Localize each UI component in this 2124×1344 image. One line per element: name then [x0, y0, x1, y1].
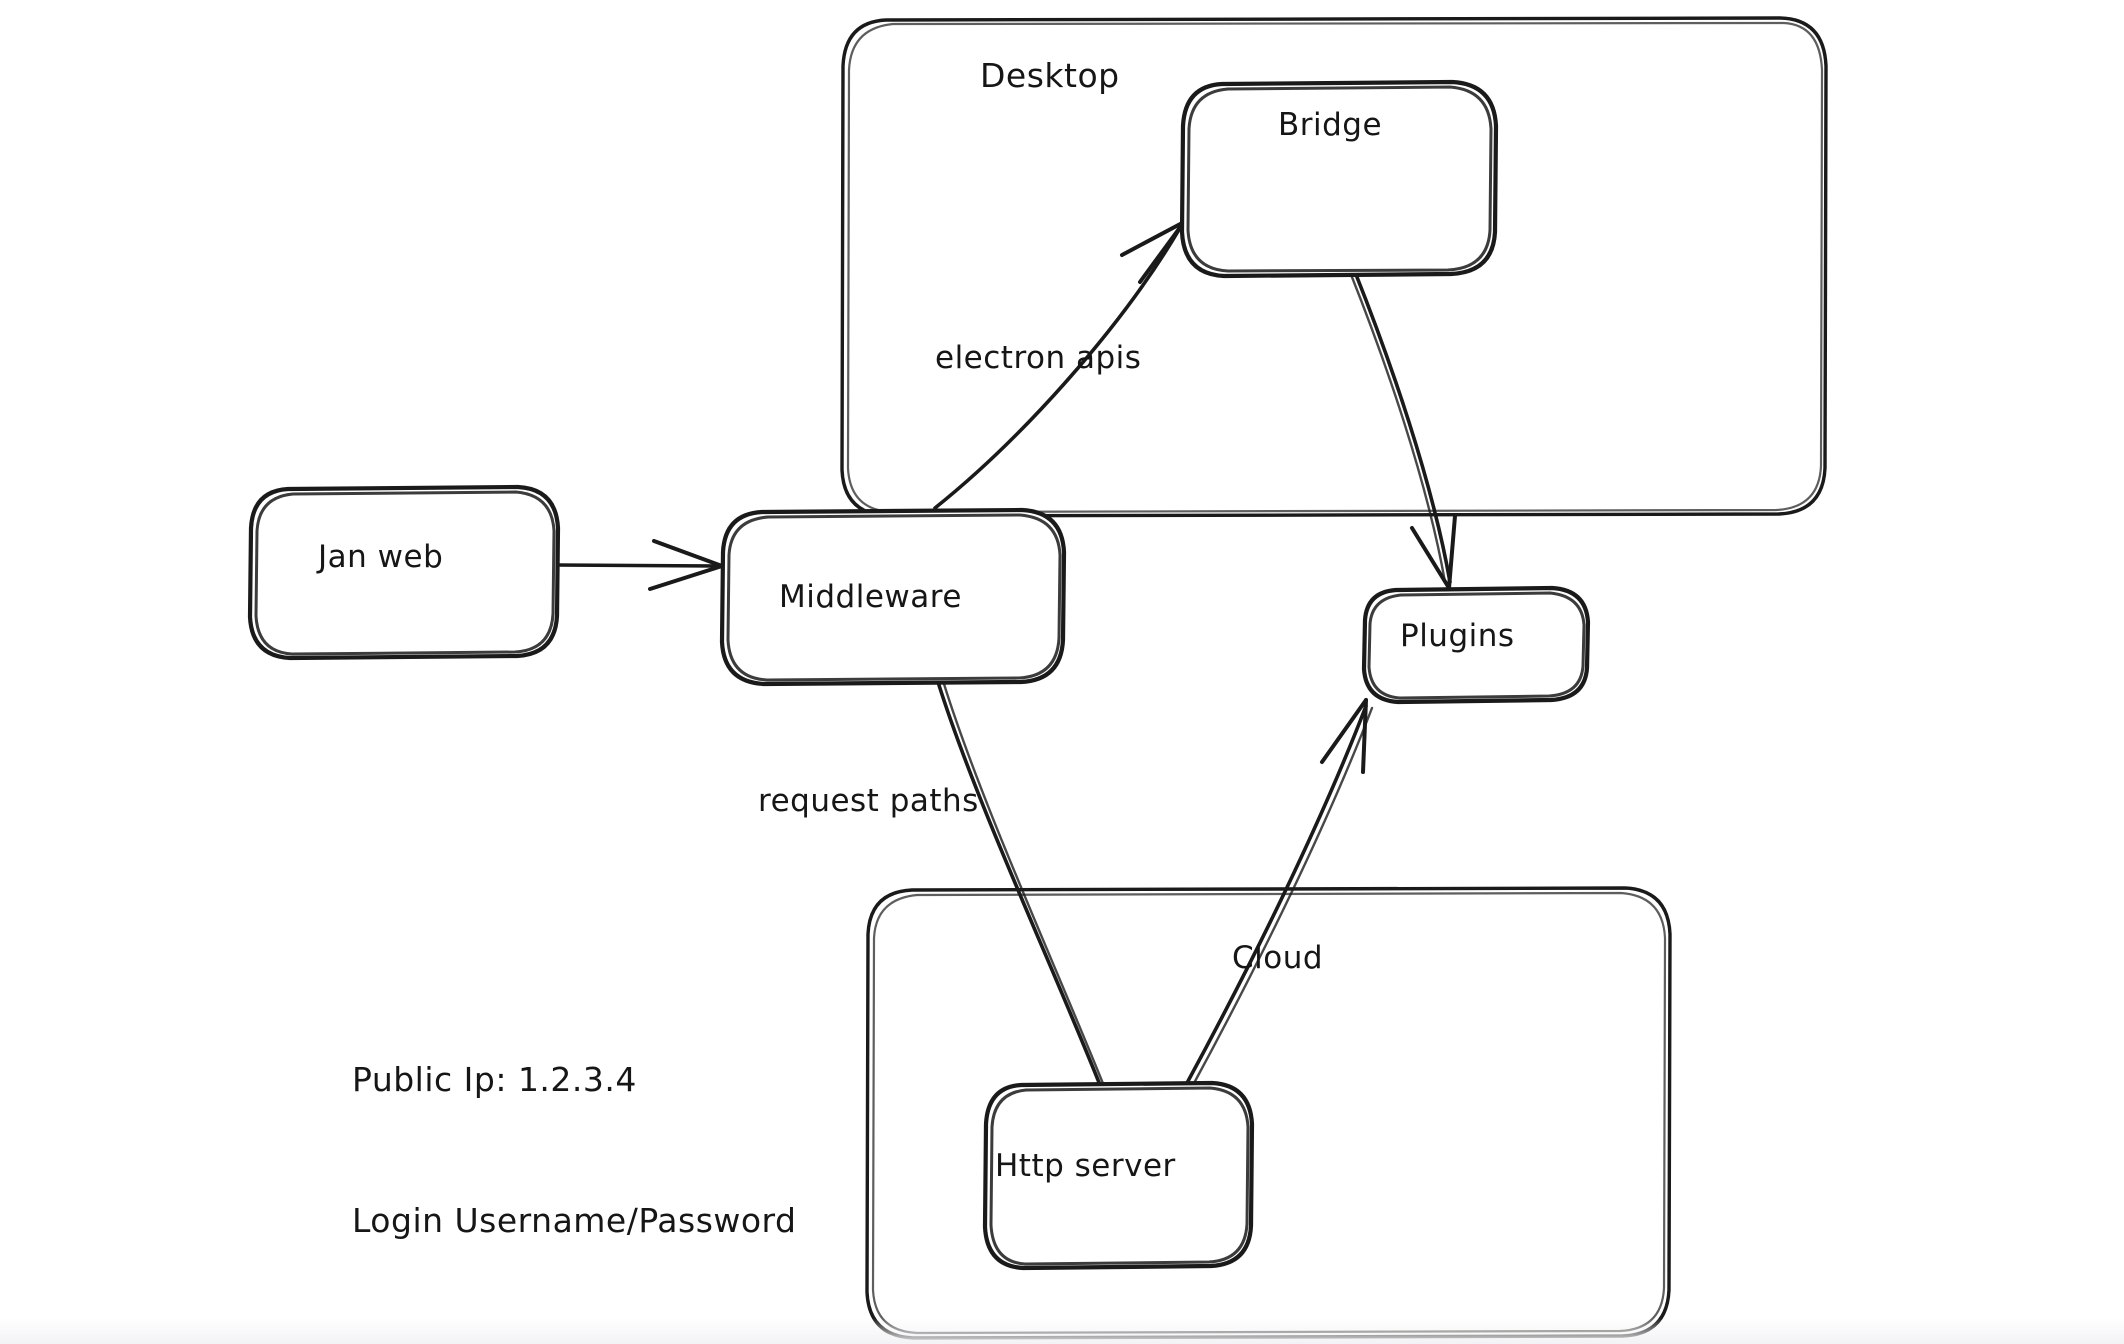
node-label-jan-web: Jan web: [318, 539, 444, 575]
note-public-ip: Public Ip: 1.2.3.4: [352, 1060, 637, 1099]
node-label-http-server: Http server: [995, 1148, 1176, 1184]
container-desktop-outline: [840, 16, 1828, 518]
container-label-desktop: Desktop: [980, 56, 1120, 95]
edge-jan-web-to-middleware: [554, 539, 724, 591]
edge-label-electron-apis: electron apis: [935, 340, 1142, 376]
edge-label-cloud: Cloud: [1232, 940, 1324, 976]
node-plugins-shape[interactable]: [1361, 585, 1591, 705]
node-label-bridge: Bridge: [1278, 107, 1383, 143]
node-bridge-shape[interactable]: [1179, 79, 1499, 279]
edge-bridge-to-plugins: [1348, 270, 1457, 590]
node-label-plugins: Plugins: [1400, 618, 1515, 654]
note-login: Login Username/Password: [352, 1201, 797, 1240]
node-middleware-shape[interactable]: [719, 507, 1067, 687]
note-credentials: Public Ip: 1.2.3.4 Login Username/Passwo…: [352, 962, 797, 1338]
node-http-server-shape[interactable]: [982, 1080, 1255, 1271]
edge-middleware-to-bridge: [933, 220, 1186, 510]
edge-http-server-to-plugins: [1185, 698, 1374, 1087]
node-jan-web-shape[interactable]: [247, 484, 561, 661]
node-label-middleware: Middleware: [779, 579, 962, 615]
edge-label-request-paths: request paths: [758, 783, 979, 819]
container-cloud-outline: [865, 886, 1672, 1340]
edge-middleware-to-http-server: [936, 680, 1106, 1088]
